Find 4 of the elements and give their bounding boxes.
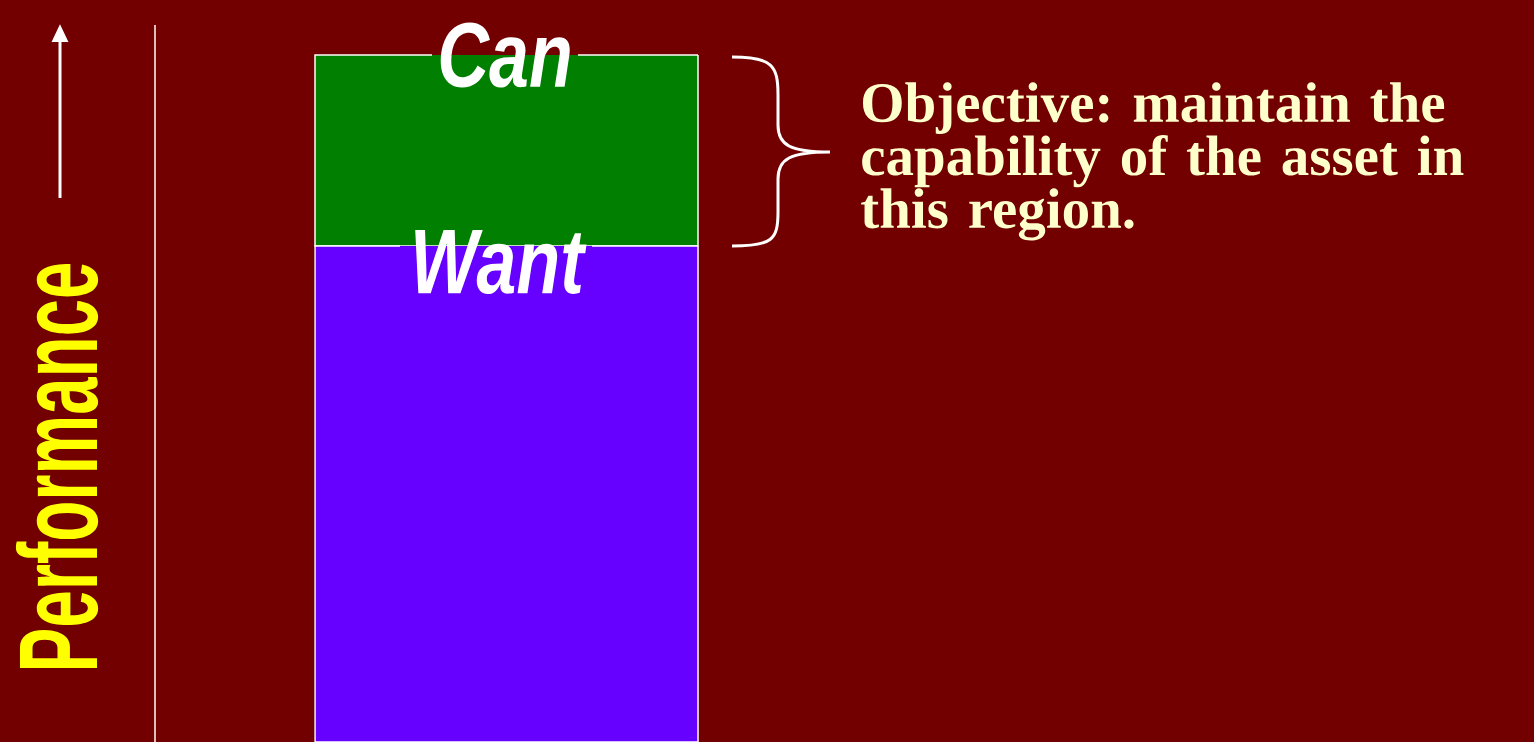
axis-label: Performance [15, 263, 99, 668]
note: Objective: maintain the capability of the asset in this region. [861, 82, 1464, 241]
bar-label: Want [415, 229, 587, 295]
bar-label: Can [440, 22, 570, 88]
